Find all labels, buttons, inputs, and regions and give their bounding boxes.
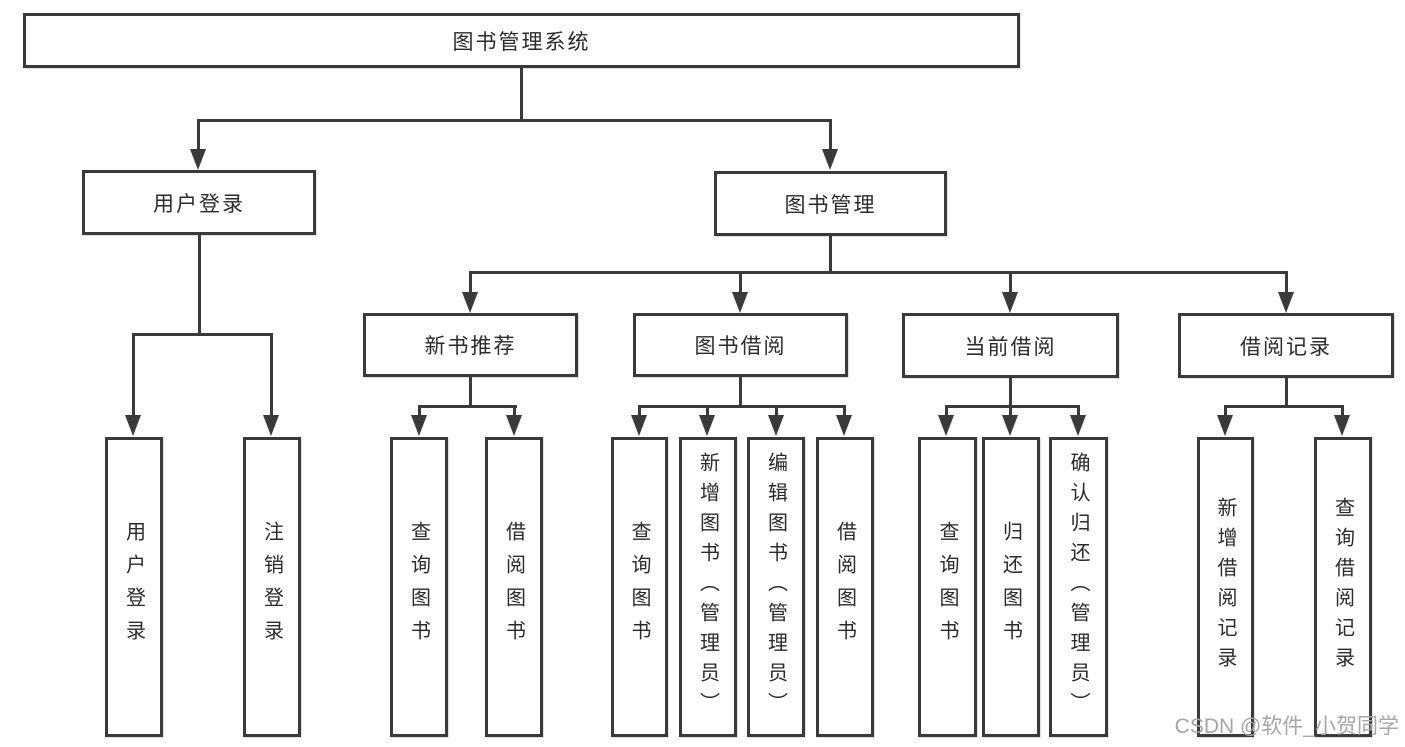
connector-arrow bbox=[462, 271, 478, 313]
connector-arrow bbox=[190, 119, 206, 170]
node-query-books: 查询图书 bbox=[918, 437, 977, 737]
connector-arrow bbox=[836, 405, 852, 436]
node-book-borrowing: 图书借阅 bbox=[633, 313, 848, 377]
node-current-borrowing: 当前借阅 bbox=[902, 313, 1119, 378]
connector-arrow bbox=[768, 405, 784, 436]
node-edit-books-admin: 编辑图书（管理员） bbox=[747, 437, 805, 737]
watermark: CSDN @软件_小贺同学 bbox=[1174, 715, 1399, 738]
connector-stem bbox=[198, 234, 201, 335]
node-borrowing-records: 借阅记录 bbox=[1178, 313, 1394, 378]
connector-branch bbox=[197, 119, 832, 122]
node-new-book-recommend: 新书推荐 bbox=[363, 313, 578, 377]
connector-branch bbox=[638, 405, 846, 408]
connector-stem bbox=[829, 235, 832, 273]
connector-branch bbox=[469, 271, 1288, 274]
node-query-borrow-record: 查询借阅记录 bbox=[1314, 437, 1372, 737]
connector-branch bbox=[945, 405, 1080, 408]
node-borrow-books: 借阅图书 bbox=[485, 437, 543, 737]
connector-arrow bbox=[1217, 405, 1233, 436]
connector-arrow bbox=[631, 405, 647, 436]
node-login: 用户登录 bbox=[105, 437, 163, 737]
node-query-books: 查询图书 bbox=[611, 437, 668, 737]
connector-stem bbox=[469, 377, 472, 408]
node-confirm-return-admin: 确认归还（管理员） bbox=[1049, 437, 1108, 737]
connector-arrow bbox=[411, 405, 427, 436]
connector-stem bbox=[520, 67, 523, 120]
connector-arrow bbox=[125, 333, 141, 436]
connector-stem bbox=[1285, 378, 1288, 408]
connector-arrow bbox=[732, 271, 748, 313]
connector-arrow bbox=[1002, 405, 1018, 436]
connector-branch bbox=[132, 333, 273, 336]
node-add-books-admin: 新增图书（管理员） bbox=[679, 437, 737, 737]
connector-arrow bbox=[1002, 271, 1018, 313]
node-borrow-books: 借阅图书 bbox=[816, 437, 874, 737]
connector-arrow bbox=[263, 333, 279, 436]
node-book-management: 图书管理 bbox=[714, 171, 947, 236]
node-user-login: 用户登录 bbox=[82, 170, 316, 235]
connector-arrow bbox=[1070, 405, 1086, 436]
connector-arrow bbox=[822, 119, 838, 170]
connector-stem bbox=[739, 377, 742, 408]
node-add-borrow-record: 新增借阅记录 bbox=[1197, 437, 1254, 737]
connector-arrow bbox=[699, 405, 715, 436]
connector-arrow bbox=[938, 405, 954, 436]
node-return-books: 归还图书 bbox=[982, 437, 1040, 737]
node-logout: 注销登录 bbox=[243, 437, 301, 737]
node-query-books: 查询图书 bbox=[390, 437, 448, 737]
connector-stem bbox=[1009, 378, 1012, 408]
connector-branch bbox=[1224, 405, 1344, 408]
connector-arrow bbox=[1278, 271, 1294, 313]
connector-arrow bbox=[1334, 405, 1350, 436]
node-library-management-system: 图书管理系统 bbox=[23, 13, 1020, 68]
connector-branch bbox=[418, 405, 517, 408]
connector-arrow bbox=[506, 405, 522, 436]
